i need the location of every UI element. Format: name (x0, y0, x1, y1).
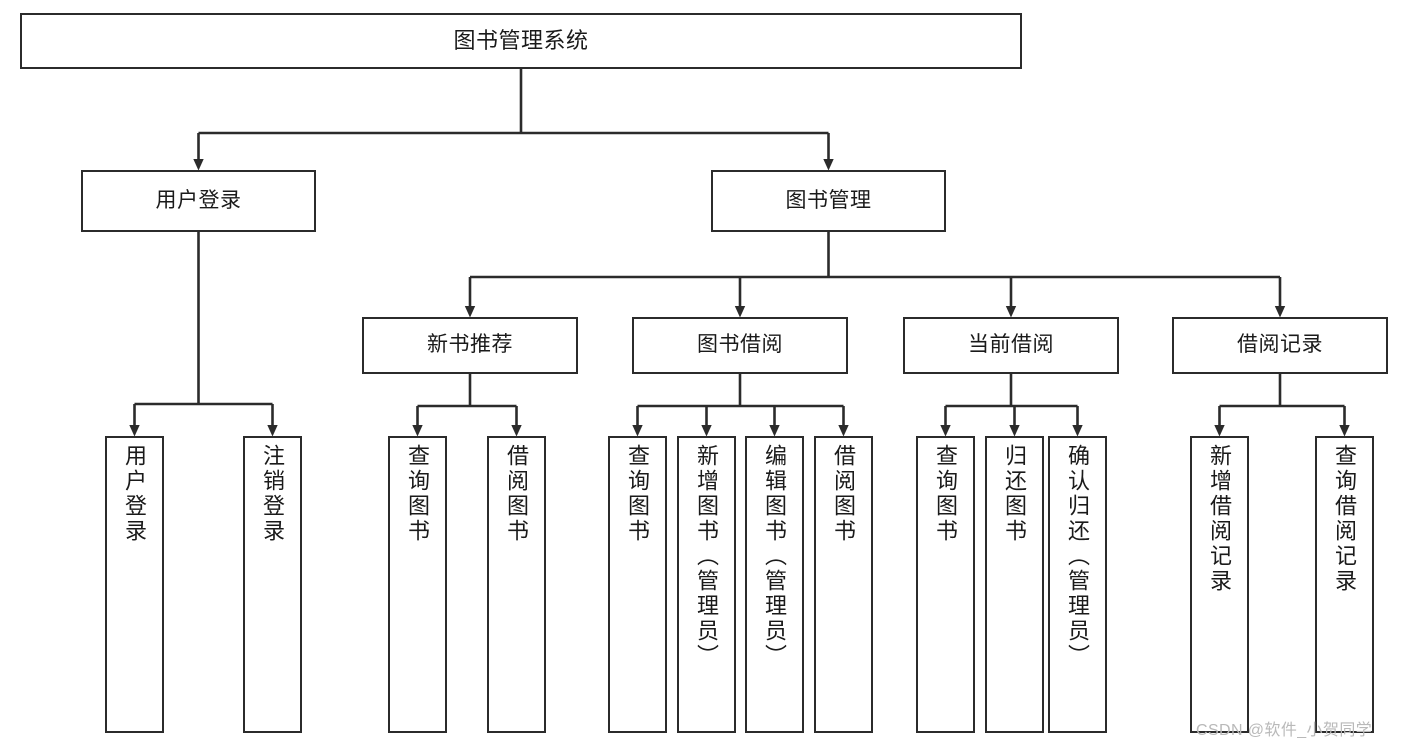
arrow-head-leaf_0 (129, 425, 140, 437)
node-label: 用户登录 (122, 444, 148, 544)
arrow-head-leaf_7 (838, 425, 849, 437)
node-label: 编辑图书（管理员） (762, 444, 788, 669)
node-leaf_7[interactable]: 借阅图书 (814, 436, 873, 733)
node-label: 注销登录 (260, 444, 286, 544)
arrow-head-leaf_8 (940, 425, 951, 437)
node-leaf_0[interactable]: 用户登录 (105, 436, 164, 733)
node-label: 图书管理系统 (453, 28, 589, 54)
arrow-head-leaf_11 (1214, 425, 1225, 437)
node-label: 归还图书 (1002, 444, 1028, 544)
node-leaf_10[interactable]: 确认归还（管理员） (1048, 436, 1107, 733)
node-leaf_12[interactable]: 查询借阅记录 (1315, 436, 1374, 733)
node-label: 查询图书 (625, 444, 651, 544)
node-l3_3[interactable]: 借阅记录 (1172, 317, 1388, 374)
arrow-head-l3_1 (734, 306, 746, 318)
node-leaf_11[interactable]: 新增借阅记录 (1190, 436, 1249, 733)
arrow-head-leaf_12 (1339, 425, 1350, 437)
node-l3_2[interactable]: 当前借阅 (903, 317, 1119, 374)
node-label: 新书推荐 (427, 333, 513, 357)
node-leaf_4[interactable]: 查询图书 (608, 436, 667, 733)
node-l2_1[interactable]: 图书管理 (711, 170, 946, 232)
node-leaf_5[interactable]: 新增图书（管理员） (677, 436, 736, 733)
node-label: 当前借阅 (968, 333, 1054, 357)
node-root[interactable]: 图书管理系统 (20, 13, 1022, 69)
arrow-head-leaf_1 (267, 425, 278, 437)
node-label: 查询图书 (405, 444, 431, 544)
arrow-head-l2_0 (193, 159, 204, 171)
node-label: 查询图书 (933, 444, 959, 544)
arrow-head-l3_0 (464, 306, 476, 318)
node-leaf_8[interactable]: 查询图书 (916, 436, 975, 733)
node-label: 确认归还（管理员） (1065, 444, 1091, 669)
node-l3_0[interactable]: 新书推荐 (362, 317, 578, 374)
arrow-head-l3_3 (1274, 306, 1286, 318)
node-label: 图书管理 (785, 188, 872, 212)
node-label: 借阅图书 (504, 444, 530, 544)
node-label: 新增图书（管理员） (694, 444, 720, 669)
node-leaf_3[interactable]: 借阅图书 (487, 436, 546, 733)
node-l3_1[interactable]: 图书借阅 (632, 317, 848, 374)
node-label: 用户登录 (155, 188, 242, 212)
node-l2_0[interactable]: 用户登录 (81, 170, 316, 232)
node-label: 图书借阅 (697, 333, 783, 357)
arrow-head-leaf_3 (511, 425, 522, 437)
node-label: 借阅记录 (1237, 333, 1323, 357)
node-label: 查询借阅记录 (1332, 444, 1358, 594)
arrow-head-l2_1 (823, 159, 834, 171)
node-leaf_1[interactable]: 注销登录 (243, 436, 302, 733)
arrow-head-leaf_4 (632, 425, 643, 437)
node-leaf_2[interactable]: 查询图书 (388, 436, 447, 733)
arrow-head-leaf_2 (412, 425, 423, 437)
node-leaf_9[interactable]: 归还图书 (985, 436, 1044, 733)
node-leaf_6[interactable]: 编辑图书（管理员） (745, 436, 804, 733)
arrow-head-leaf_6 (769, 425, 780, 437)
arrow-head-l3_2 (1005, 306, 1017, 318)
arrow-head-leaf_10 (1072, 425, 1083, 437)
node-label: 新增借阅记录 (1207, 444, 1233, 594)
arrow-head-leaf_5 (701, 425, 712, 437)
edge-layer (129, 69, 1350, 437)
node-label: 借阅图书 (831, 444, 857, 544)
arrow-head-leaf_9 (1009, 425, 1020, 437)
